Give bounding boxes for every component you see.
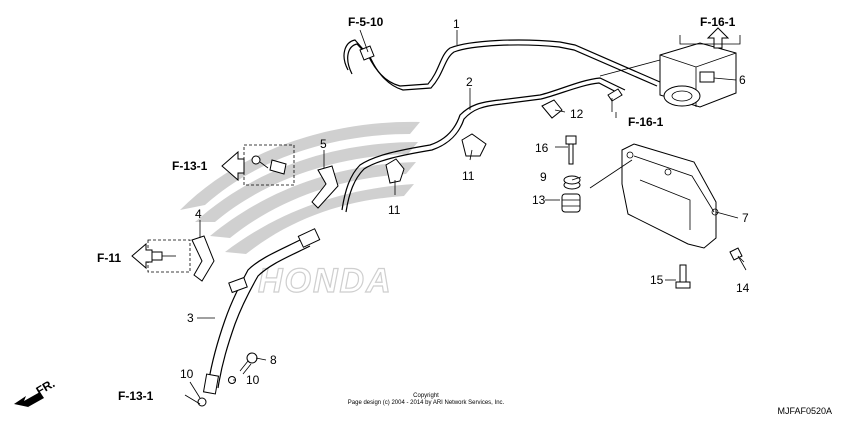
ref-f-13-1-bottom: F-13-1	[118, 389, 154, 403]
callout-4: 4	[195, 207, 202, 221]
callout-13: 13	[532, 193, 546, 207]
callout-14: 14	[736, 281, 750, 295]
leader-lines	[189, 30, 745, 399]
ref-f-11: F-11	[97, 251, 121, 265]
callout-11-left: 11	[388, 203, 401, 217]
bracket-5	[311, 165, 339, 209]
clamp-11-right	[461, 133, 487, 157]
callout-5: 5	[320, 137, 327, 151]
callout-2: 2	[466, 75, 473, 89]
callout-1: 1	[453, 17, 460, 31]
callout-10-bottom: 10	[180, 367, 194, 381]
callout-12: 12	[570, 107, 584, 121]
bolt-16	[565, 135, 577, 165]
brake-pipe-2	[341, 77, 626, 213]
honda-watermark-text: HONDA	[258, 262, 393, 300]
diagram-code: MJFAF0520A	[777, 406, 832, 416]
ref-left-parts	[251, 155, 287, 175]
callout-10-right: 10	[246, 373, 260, 387]
arrow-f161-top	[706, 27, 730, 49]
clamp-11-left	[385, 158, 405, 184]
callout-11-right: 11	[462, 169, 475, 183]
copyright-line-1: Copyright	[413, 393, 439, 399]
clip-12	[541, 99, 563, 119]
callout-3: 3	[187, 311, 194, 325]
callout-16: 16	[535, 141, 549, 155]
ref-f-5-10: F-5-10	[348, 15, 384, 29]
arrow-f510-line	[359, 29, 369, 53]
front-direction-arrow	[14, 392, 44, 408]
brake-hose-3	[202, 228, 321, 395]
ref-f11-bolt	[151, 251, 176, 261]
callout-9: 9	[540, 170, 547, 184]
arrow-f131-left	[221, 150, 245, 182]
callout-15: 15	[650, 273, 664, 287]
clip-10-bottom	[197, 397, 207, 407]
collar-13	[561, 193, 581, 213]
callout-6: 6	[739, 73, 746, 87]
arrow-f131-bottom-line	[184, 394, 201, 405]
arrow-f11	[131, 242, 153, 270]
bracket-4	[191, 235, 215, 282]
abs-modulator-6	[659, 42, 737, 108]
f161-top-bracket	[679, 35, 741, 45]
brake-pipe-1	[343, 39, 661, 91]
callout-7: 7	[742, 211, 749, 225]
abs-bracket-7	[621, 143, 719, 249]
callout-8: 8	[270, 353, 277, 367]
bolt-8	[239, 352, 258, 375]
ref-f-16-1-top: F-16-1	[700, 15, 736, 29]
bolt-14	[729, 247, 747, 271]
copyright-line-2: Page design (c) 2004 - 2014 by ARI Netwo…	[348, 400, 505, 406]
ref-f-13-1-left: F-13-1	[172, 159, 208, 173]
honda-wing-watermark	[180, 121, 420, 254]
ref-f-16-1-mid: F-16-1	[628, 115, 664, 129]
bolt-15	[675, 264, 691, 289]
